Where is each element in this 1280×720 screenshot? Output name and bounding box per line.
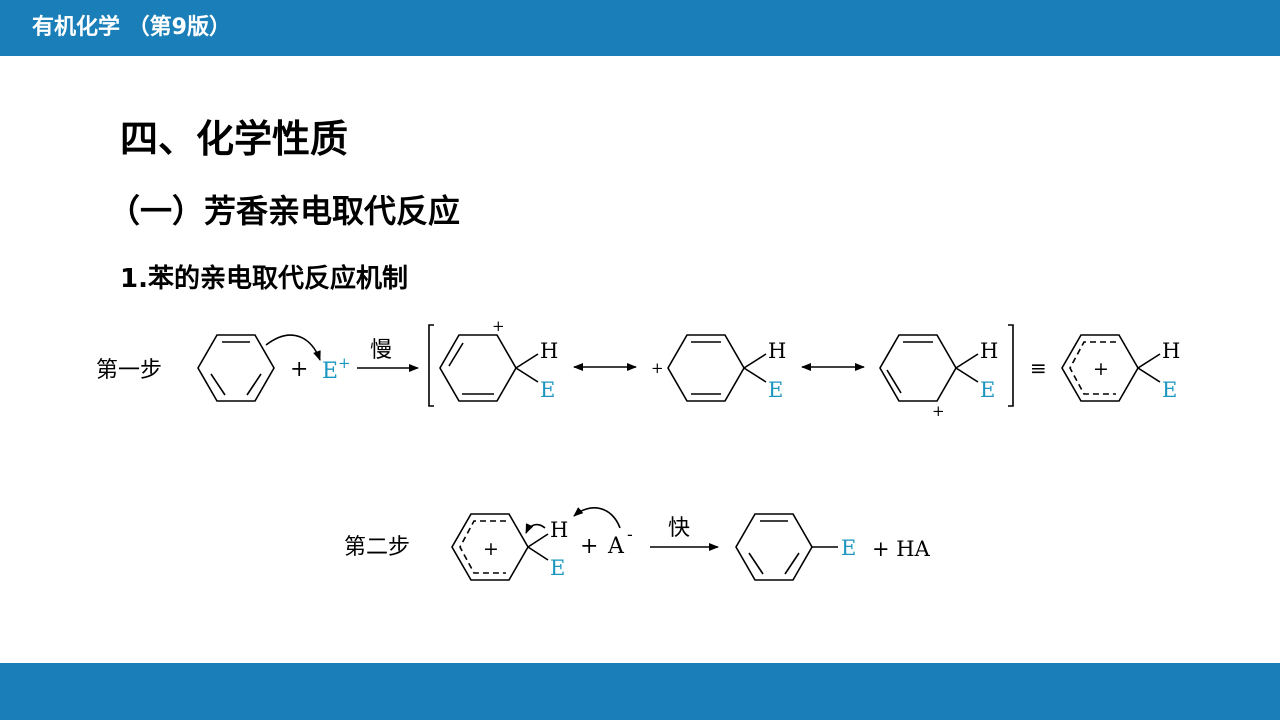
equiv-sign: ≡ [1030, 356, 1047, 380]
sigma-complex-3 [879, 334, 979, 402]
benzene-ring-reactant [197, 334, 275, 402]
curved-arrow-step1 [265, 334, 321, 361]
step1-plus: + [290, 357, 308, 382]
right-bracket [1008, 324, 1014, 407]
e-label-2: E [768, 378, 783, 402]
hybrid-cation [1061, 334, 1161, 402]
bottom-bar [0, 663, 1280, 720]
sigma-complex-2 [667, 334, 767, 402]
e-label-4: E [1162, 378, 1177, 402]
step2-h-label: H [550, 518, 568, 542]
cation-charge-3: + [932, 402, 945, 420]
top-bar: 有机化学 （第9版） [0, 0, 1280, 56]
sigma-complex-1 [439, 334, 539, 402]
left-bracket [428, 324, 434, 407]
h-label-4: H [1162, 339, 1180, 363]
hybrid-charge: + [1093, 358, 1109, 380]
benzene-ring-product [735, 513, 838, 581]
e-label-1: E [540, 378, 555, 402]
h-label-2: H [768, 339, 786, 363]
step2-cation-charge: + [483, 538, 499, 560]
subsection-heading: 1.苯的亲电取代反应机制 [120, 264, 408, 294]
step2-e-label: E [550, 556, 565, 580]
sigma-complex-step2 [451, 513, 549, 581]
base-charge: - [627, 525, 633, 545]
slow-label: 慢 [370, 338, 392, 363]
step1-label: 第一步 [96, 358, 162, 383]
cation-charge-2: + [651, 359, 664, 377]
fast-label: 快 [668, 516, 690, 541]
bond-curved-arrow [525, 523, 546, 534]
base-label: A [607, 534, 625, 559]
byproduct-label: + HA [872, 537, 931, 561]
step2-plus: + [580, 534, 598, 559]
h-label-3: H [980, 339, 998, 363]
product-e-label: E [841, 536, 856, 560]
header-title: 有机化学 （第9版） [32, 15, 231, 40]
e-label-3: E [980, 378, 995, 402]
electrophile-charge: + [338, 354, 351, 372]
step2-label: 第二步 [344, 535, 410, 560]
cation-charge-1: + [492, 317, 505, 335]
base-curved-arrow [573, 507, 621, 529]
h-label-1: H [540, 339, 558, 363]
section-heading: （一）芳香亲电取代反应 [108, 192, 461, 230]
chapter-heading: 四、化学性质 [120, 117, 349, 161]
electrophile-label: E [322, 359, 338, 384]
